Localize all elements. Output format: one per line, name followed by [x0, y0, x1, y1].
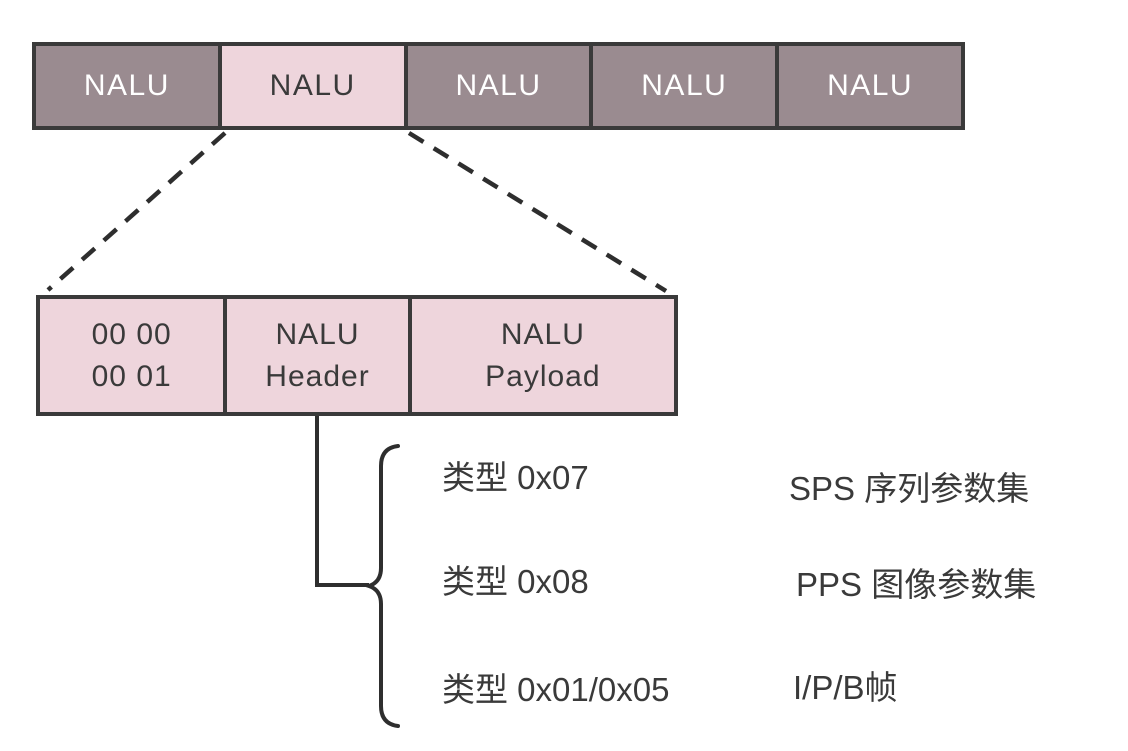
type-0x01-0x05-meaning: I/P/B帧 — [793, 669, 898, 706]
start-code-line1: 00 00 — [91, 317, 172, 351]
nalu-detail-row: 00 00 00 01 NALU Header NALU Payload — [36, 295, 678, 416]
nalu-cell-1: NALU — [36, 46, 218, 126]
nalu-stream-row: NALU NALU NALU NALU NALU — [32, 42, 965, 130]
nalu-cell-4: NALU — [593, 46, 776, 126]
nalu-cell-5: NALU — [779, 46, 961, 126]
nalu-header-line1: NALU — [275, 317, 360, 351]
dashed-expand-line-left — [46, 131, 227, 292]
header-connector-line — [315, 412, 369, 587]
type-0x07-meaning: SPS 序列参数集 — [789, 470, 1030, 507]
nalu-payload-line2: Payload — [485, 359, 601, 393]
curly-brace — [362, 444, 400, 728]
start-code-cell: 00 00 00 01 — [40, 299, 224, 412]
nalu-payload-line1: NALU — [500, 317, 585, 351]
start-code-line2: 00 01 — [91, 359, 172, 393]
type-0x08-label: 类型 0x08 — [442, 563, 589, 600]
nalu-cell-2-highlighted: NALU — [221, 46, 404, 126]
type-0x07-label: 类型 0x07 — [442, 459, 589, 496]
nalu-header-line2: Header — [265, 359, 370, 393]
type-0x01-0x05-label: 类型 0x01/0x05 — [442, 671, 670, 708]
nalu-cell-3: NALU — [407, 46, 590, 126]
nalu-payload-cell: NALU Payload — [411, 299, 674, 412]
nalu-header-cell: NALU Header — [227, 299, 408, 412]
dashed-expand-line-right — [407, 131, 668, 293]
type-0x08-meaning: PPS 图像参数集 — [796, 566, 1037, 603]
